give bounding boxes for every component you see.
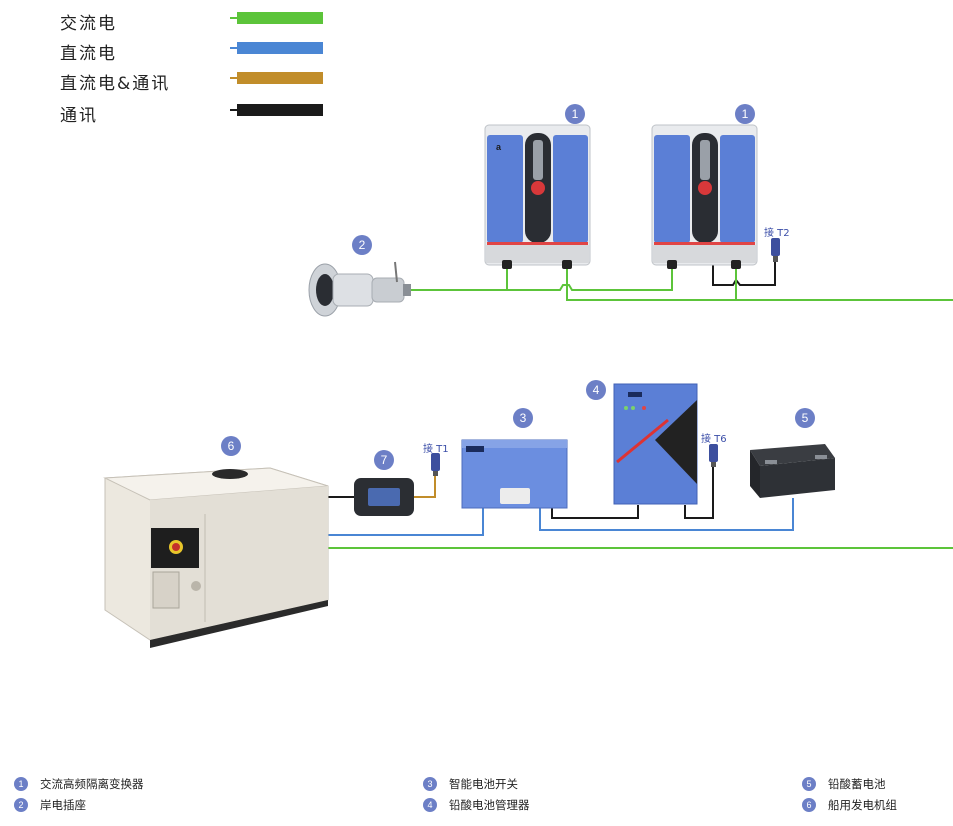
legend-label-dc: 直流电 — [60, 44, 117, 64]
controller-unit — [354, 478, 414, 516]
converter-unit-1: a — [484, 124, 591, 269]
footer-label: 船用发电机组 — [828, 798, 897, 812]
connector-t6 — [709, 444, 718, 467]
footer-item-1: 1 交流高频隔离变换器 — [14, 776, 144, 792]
footer-item-2: 2 岸电插座 — [14, 797, 86, 813]
footer-num: 4 — [423, 798, 437, 812]
footer-num: 5 — [802, 777, 816, 791]
badge-converter-1: 1 — [565, 104, 585, 124]
connector-t1 — [431, 453, 440, 476]
shore-power-socket — [308, 261, 411, 317]
badge-converter-2: 1 — [735, 104, 755, 124]
badge-shore-socket: 2 — [352, 235, 372, 255]
badge-battery-switch: 3 — [513, 408, 533, 428]
bottom-wires — [328, 466, 953, 549]
footer-label: 交流高频隔离变换器 — [40, 777, 144, 791]
footer-label: 岸电插座 — [40, 798, 86, 812]
footer-item-6: 6 船用发电机组 — [802, 797, 897, 813]
legend-label-ac: 交流电 — [60, 14, 117, 34]
footer-item-3: 3 智能电池开关 — [423, 776, 518, 792]
badge-battery: 5 — [795, 408, 815, 428]
footer-item-4: 4 铅酸电池管理器 — [423, 797, 530, 813]
badge-controller: 7 — [374, 450, 394, 470]
svg-text:a: a — [496, 142, 502, 152]
legend-label-comm: 通讯 — [60, 106, 98, 126]
converter-unit-2 — [651, 124, 758, 269]
footer-label: 铅酸蓄电池 — [828, 777, 886, 791]
battery-manager-unit — [613, 383, 698, 505]
footer-num: 1 — [14, 777, 28, 791]
legend-swatches — [230, 12, 323, 116]
footer-num: 2 — [14, 798, 28, 812]
battery-switch-unit — [461, 439, 568, 509]
tag-t6: 接 T6 — [701, 434, 727, 445]
top-wires — [410, 262, 953, 301]
lead-acid-battery — [750, 444, 835, 498]
badge-generator: 6 — [221, 436, 241, 456]
legend-swatch-dccomm — [237, 72, 323, 84]
connector-t2 — [771, 238, 780, 262]
footer-label: 智能电池开关 — [449, 777, 518, 791]
tag-t1: 接 T1 — [423, 444, 449, 455]
footer-label: 铅酸电池管理器 — [449, 798, 530, 812]
legend-swatch-ac — [237, 12, 323, 24]
tag-t2: 接 T2 — [764, 228, 790, 239]
legend-swatch-dc — [237, 42, 323, 54]
marine-generator — [103, 467, 329, 648]
footer-item-5: 5 铅酸蓄电池 — [802, 776, 886, 792]
footer-num: 6 — [802, 798, 816, 812]
footer-num: 3 — [423, 777, 437, 791]
legend-label-dc-comm: 直流电&通讯 — [60, 74, 171, 94]
legend-swatch-comm — [237, 104, 323, 116]
badge-battery-manager: 4 — [586, 380, 606, 400]
